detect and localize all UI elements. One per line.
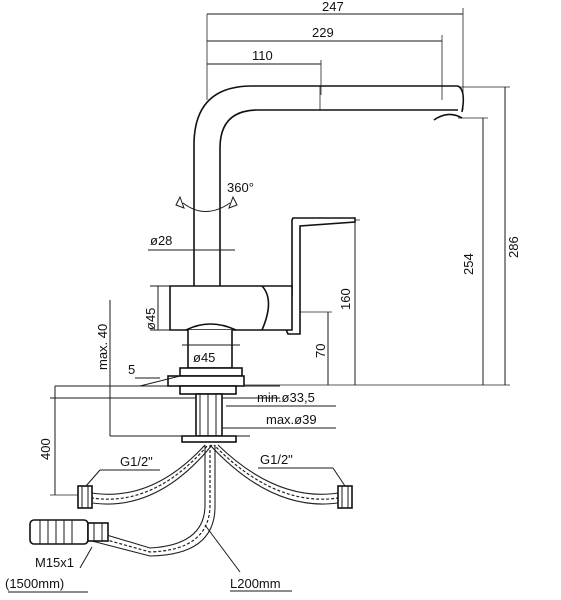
label-70: 70 (313, 344, 328, 358)
label-229: 229 (312, 25, 334, 40)
dimension-247: 247 (206, 0, 464, 110)
dimension-dia28: ø28 (148, 233, 235, 251)
label-dia45-body: ø45 (143, 308, 158, 330)
label-254: 254 (461, 253, 476, 275)
dimension-max40: max. 40 (95, 300, 115, 436)
mounting-shank (110, 385, 250, 443)
hoses (85, 444, 345, 557)
mixer-handle (282, 217, 356, 335)
label-left-thread: G1/2" (120, 454, 153, 469)
rotation-indicator: 360° (175, 180, 254, 212)
faucet-body: ø45 (143, 285, 293, 331)
dimension-70: 70 (296, 311, 332, 385)
label-hose-length: L200mm (230, 576, 281, 591)
label-max40: max. 40 (95, 324, 110, 370)
right-connector: G1/2" (258, 452, 353, 509)
label-min335: min.ø33,5 (257, 390, 315, 405)
label-5: 5 (128, 362, 135, 377)
spray-connector: M15x1 (1500mm) (5, 519, 109, 593)
label-110: 110 (252, 48, 273, 63)
base-flange: 5 (50, 362, 280, 399)
label-right-thread: G1/2" (260, 452, 293, 467)
label-400: 400 (38, 438, 53, 460)
label-160: 160 (338, 288, 353, 310)
dimension-400: 400 (38, 386, 80, 496)
label-dia28: ø28 (150, 233, 172, 248)
dimension-max39: max.ø39 (222, 412, 336, 429)
dimension-110: 110 (207, 48, 322, 95)
dimension-254: 254 (458, 117, 488, 385)
label-dia45-base: ø45 (193, 350, 215, 365)
faucet-neck: ø45 (182, 330, 240, 369)
label-247: 247 (322, 0, 344, 14)
label-spray-thread: M15x1 (35, 555, 74, 570)
dimension-229: 229 (207, 25, 443, 100)
label-286: 286 (506, 236, 521, 258)
spout (193, 85, 465, 290)
label-spray-length: (1500mm) (5, 576, 64, 591)
label-rotation: 360° (227, 180, 254, 195)
dimension-160: 160 (300, 219, 360, 385)
dimension-min335: min.ø33,5 (226, 390, 336, 407)
dimension-286: 286 (240, 86, 521, 386)
left-connector: G1/2" (77, 454, 160, 509)
label-max39: max.ø39 (266, 412, 317, 427)
hose-length: L200mm (204, 524, 292, 592)
